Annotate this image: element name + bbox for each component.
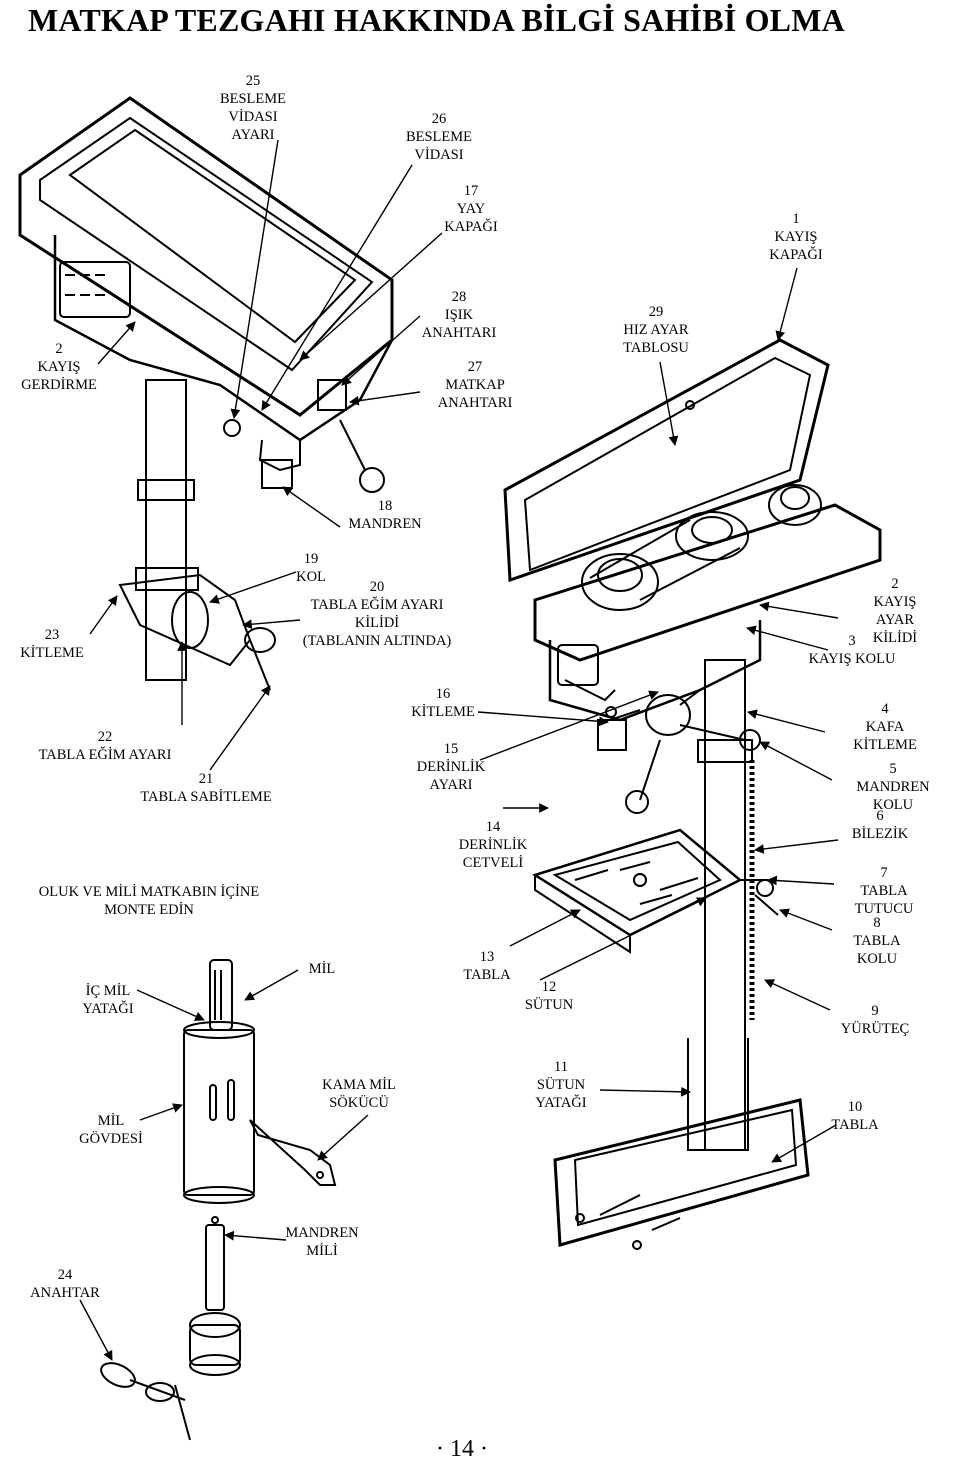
- label-tabla-kolu: 8 TABLA KOLU: [853, 915, 901, 967]
- label-kol: 19 KOL: [296, 551, 326, 585]
- label-kitleme-16: 16 KİTLEME: [411, 686, 475, 720]
- label-tabla-13: 13 TABLA: [463, 949, 511, 983]
- label-mandren: 18 MANDREN: [348, 498, 422, 532]
- label-mil-govdesi: MİL GÖVDESİ: [79, 1113, 143, 1147]
- page-number: · 14 ·: [436, 1436, 488, 1462]
- label-kayis-kolu: 3 KAYIŞ KOLU: [808, 633, 896, 667]
- label-tabla-egim-ayari-kilidi: 20 TABLA EĞİM AYARI KİLİDİ (TABLANIN ALT…: [302, 579, 452, 649]
- label-derinlik-cetveli: 14 DERİNLİK CETVELİ: [458, 819, 528, 871]
- label-mandren-kolu: 5 MANDREN KOLU: [856, 761, 930, 813]
- label-kafa-kitleme: 4 KAFA KİTLEME: [853, 701, 917, 753]
- page-title: MATKAP TEZGAHI HAKKINDA BİLGİ SAHİBİ OLM…: [28, 2, 845, 38]
- right-base: [553, 1038, 810, 1250]
- label-sutun: 12 SÜTUN: [524, 979, 574, 1013]
- label-tabla-tutucu: 7 TABLA TUTUCU: [854, 865, 914, 917]
- right-work-table: [532, 828, 779, 954]
- label-oluk-ve-mili: OLUK VE MİLİ MATKABIN İÇİNE MONTE EDİN: [38, 884, 260, 918]
- label-sutun-yatagi: 11 SÜTUN YATAĞI: [535, 1059, 587, 1111]
- label-yurutec: 9 YÜRÜTEÇ: [840, 1003, 910, 1037]
- label-matkap-anahtari: 27 MATKAP ANAHTARI: [437, 359, 513, 411]
- left-column: [135, 379, 199, 681]
- label-tabla-10: 10 TABLA: [831, 1099, 879, 1133]
- left-table-bracket: [118, 573, 276, 691]
- label-besleme-vidasi-ayari: 25 BESLEME VİDASI AYARI: [219, 73, 287, 143]
- spindle-parts: [100, 959, 337, 1441]
- label-isik-anahtari: 28 IŞIK ANAHTARI: [421, 289, 497, 341]
- label-kitleme-23: 23 KİTLEME: [20, 627, 84, 661]
- label-kayis-kapagi: 1 KAYIŞ KAPAĞI: [769, 211, 823, 263]
- right-head-body: [548, 620, 762, 814]
- label-tabla-egim-ayari: 22 TABLA EĞİM AYARI: [38, 729, 172, 763]
- right-belt-cover-open: [503, 338, 830, 583]
- label-besleme-vidasi: 26 BESLEME VİDASI: [405, 111, 473, 163]
- right-column: [697, 659, 755, 1151]
- label-mil: MİL: [308, 961, 336, 977]
- label-yay-kapagi: 17 YAY KAPAĞI: [444, 183, 498, 235]
- label-kama-mil-sokucu: KAMA MİL SÖKÜCÜ: [322, 1077, 396, 1111]
- label-bilezik: 6 BİLEZİK: [851, 808, 909, 842]
- label-derinlik-ayari: 15 DERİNLİK AYARI: [416, 741, 486, 793]
- left-drill-head: [18, 96, 394, 493]
- right-pulley-deck: [533, 484, 882, 662]
- label-kayis-gerdirme: 2 KAYIŞ GERDİRME: [21, 341, 97, 393]
- label-tabla-sabitleme: 21 TABLA SABİTLEME: [140, 771, 272, 805]
- label-kayis-ayar-kilidi: 2 KAYIŞ AYAR KİLİDİ: [872, 576, 918, 646]
- leader-lines: [79, 139, 839, 1361]
- label-ic-mil-yatagi: İÇ MİL YATAĞI: [82, 983, 134, 1017]
- label-mandren-mili: MANDREN MİLİ: [285, 1225, 359, 1259]
- label-anahtar: 24 ANAHTAR: [30, 1267, 100, 1301]
- label-hiz-ayar-tablosu: 29 HIZ AYAR TABLOSU: [623, 304, 689, 356]
